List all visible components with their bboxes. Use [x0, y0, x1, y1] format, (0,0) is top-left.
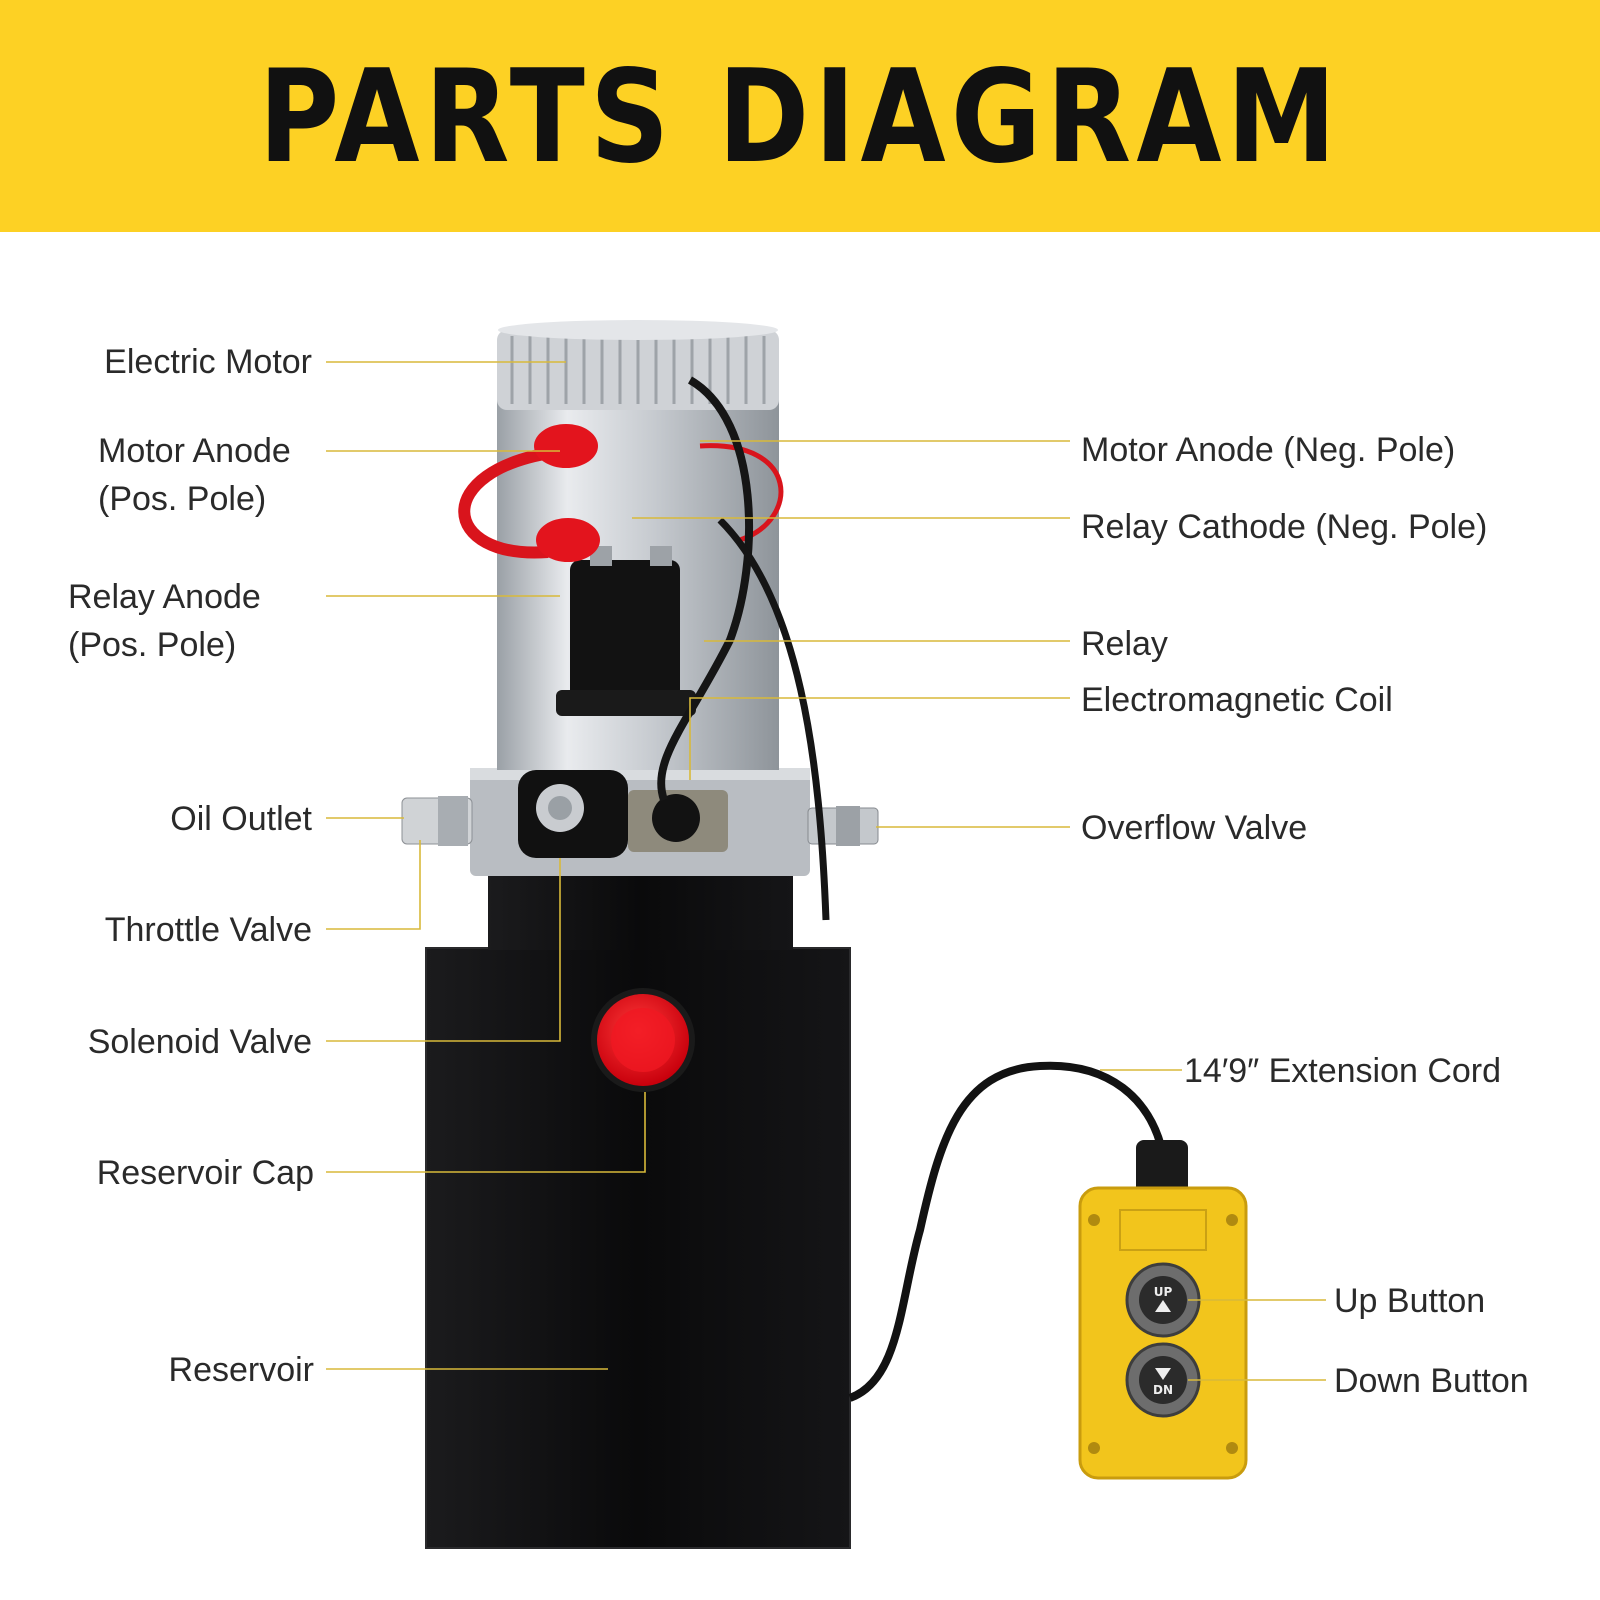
- cord-grip: [1136, 1140, 1188, 1198]
- up-button-text: UP: [1154, 1285, 1173, 1299]
- bell-housing: [488, 870, 793, 950]
- down-button-text: DN: [1153, 1383, 1173, 1397]
- label-relay: Relay: [1081, 625, 1168, 663]
- label-relay-anode-pos: Relay Anode (Pos. Pole): [68, 578, 261, 664]
- leader-lines: [326, 361, 1326, 1381]
- label-motor-anode-pos: Motor Anode (Pos. Pole): [98, 432, 291, 518]
- label-reservoir: Reservoir: [168, 1351, 314, 1389]
- relay-anode-boot: [536, 518, 600, 562]
- label-down-button: Down Button: [1334, 1362, 1529, 1400]
- motor-anode-boot: [534, 424, 598, 468]
- label-overflow-valve: Overflow Valve: [1081, 809, 1308, 847]
- title-banner: PARTS DIAGRAM: [0, 0, 1600, 232]
- relay: [570, 560, 680, 710]
- label-extension-cord: 14′9″ Extension Cord: [1184, 1052, 1502, 1090]
- label-relay-cathode-neg: Relay Cathode (Neg. Pole): [1081, 508, 1488, 546]
- label-electric-motor: Electric Motor: [104, 343, 312, 381]
- extension-cord: [848, 1061, 1166, 1402]
- label-up-button: Up Button: [1334, 1282, 1486, 1320]
- label-throttle-valve: Throttle Valve: [104, 911, 312, 949]
- black-wires: [657, 376, 754, 802]
- label-reservoir-cap: Reservoir Cap: [96, 1154, 314, 1192]
- label-oil-outlet: Oil Outlet: [170, 800, 312, 838]
- label-solenoid-valve: Solenoid Valve: [87, 1023, 312, 1061]
- red-cable: [458, 446, 557, 559]
- page-title: PARTS DIAGRAM: [258, 43, 1342, 192]
- label-motor-anode-neg: Motor Anode (Neg. Pole): [1081, 431, 1456, 469]
- label-electromagnetic-coil: Electromagnetic Coil: [1081, 681, 1393, 719]
